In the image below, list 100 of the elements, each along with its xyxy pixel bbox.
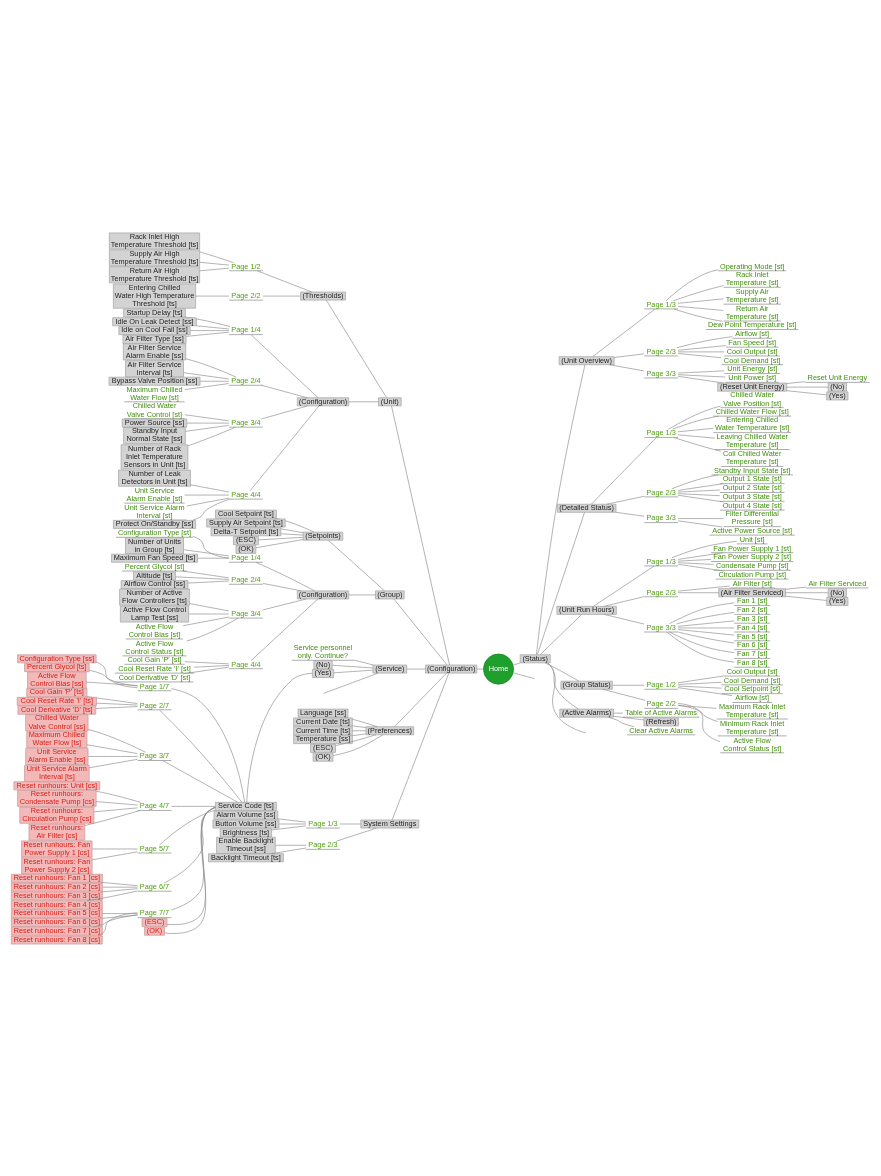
connector	[391, 405, 450, 665]
node-text: Maximum Chilled Water Flow [st]	[126, 384, 183, 402]
connector	[677, 298, 724, 304]
connector	[270, 847, 307, 854]
connector	[335, 734, 377, 746]
node-text: Page 1/3	[646, 299, 676, 309]
connector	[278, 823, 307, 824]
node-text: Rack Inlet Temperature [st]	[725, 269, 779, 287]
connector	[271, 825, 307, 830]
connector	[669, 631, 735, 653]
node-box: Reset runhours: Fan Power Supply 2 [cs]	[21, 856, 93, 874]
connector	[668, 405, 721, 430]
node-text: Service personnel only. Continue?	[293, 642, 353, 660]
connector	[785, 586, 807, 590]
connector	[606, 495, 645, 505]
node-box: Reset runhours: Fan 8 [cs]	[10, 935, 103, 944]
node-text: Configuration Type [st]	[117, 527, 192, 537]
connector	[84, 809, 141, 826]
connector	[86, 743, 138, 754]
node-box: (Detailed Status)	[556, 503, 617, 513]
node-text: Fan 4 [st]	[736, 622, 768, 632]
node-text: Unit [st]	[739, 534, 765, 544]
connector	[676, 335, 733, 348]
connector	[188, 613, 230, 614]
node-box: Maximum Chilled Water Flow [ts]	[26, 730, 88, 748]
node-box: Active Flow Control Lamp Test [ss]	[120, 605, 189, 622]
node-text: Page 1/3	[646, 556, 676, 566]
node-text: Fan Speed [st]	[728, 337, 777, 347]
node-box: Enable Backlight Timeout [ss]	[216, 836, 276, 854]
connector	[97, 912, 138, 936]
connector	[256, 269, 313, 292]
node-text: Cool Demand [st]	[723, 355, 781, 365]
connector	[328, 539, 385, 591]
node-box: Supply Air High Temperature Threshold [ts]	[109, 248, 201, 266]
node-text: Unit Service Alarm Enable [st]	[126, 485, 183, 503]
connector	[175, 576, 230, 580]
connector	[677, 628, 735, 635]
connector	[159, 709, 243, 803]
connector	[102, 886, 138, 887]
connector	[326, 299, 387, 398]
node-box: (ESC)	[141, 917, 168, 927]
node-text: Output 4 State [st]	[722, 500, 782, 510]
connector	[677, 551, 724, 560]
node-text: Page 3/4	[231, 608, 261, 618]
node-text: Cool Setpoint [st]	[724, 683, 781, 693]
node-box: Entering Chilled Water High Temperature Threshold [ts]	[113, 283, 196, 309]
node-text: Cool Gain 'P' [st]	[127, 654, 182, 664]
node-box: Reset runhours: Fan 3 [cs]	[10, 891, 103, 900]
node-box: (Active Alarms)	[559, 708, 614, 718]
connector	[615, 511, 645, 517]
connector	[261, 384, 308, 398]
node-box: Number of Rack Inlet Temperature Sensors in Unit [ts]	[120, 443, 189, 469]
node-box: Idle on Cool Fail [ss]	[118, 325, 191, 335]
node-box: Unit Service Alarm Interval [ts]	[24, 764, 90, 782]
node-text: Page 3/7	[139, 750, 170, 760]
node-text: Table of Active Alarms	[625, 707, 697, 717]
connector	[331, 664, 374, 668]
node-box: Brightness [ts]	[219, 827, 272, 837]
node-box: Cool Derivative 'D' [ts]	[17, 705, 97, 715]
connector	[677, 631, 735, 643]
node-text: Page 2/3	[646, 487, 676, 497]
connector	[786, 380, 806, 384]
connector	[512, 672, 535, 679]
connector	[677, 563, 725, 571]
node-text: Unit Power [st]	[728, 372, 777, 382]
node-box-text: Air Filter Service Interval [ts]	[125, 359, 184, 377]
node-box: Supply Air Setpoint [ts]	[206, 518, 286, 527]
node-text: Page 1/4	[231, 324, 261, 334]
connector	[677, 482, 724, 491]
node-text: Dew Point Temperature [st]	[708, 319, 797, 329]
node-box: Maximum Fan Speed [ts]	[111, 553, 198, 563]
connector	[339, 823, 361, 824]
connector	[186, 422, 230, 423]
connector	[189, 602, 230, 611]
connector	[250, 334, 319, 398]
connector	[352, 724, 367, 728]
connector	[614, 353, 645, 358]
node-box: Reset runhours: Unit [cs]	[13, 780, 101, 790]
connector	[354, 659, 374, 665]
node-text: Unit Energy [st]	[727, 363, 778, 373]
node-text: Minimum Rack Inlet Temperature [st]	[720, 718, 785, 736]
connector	[92, 851, 138, 860]
node-text: Page 2/3	[646, 587, 676, 597]
node-box-text: (OK)	[144, 926, 165, 936]
connector	[677, 373, 726, 377]
connector	[672, 415, 719, 430]
connector	[101, 881, 138, 886]
connector	[185, 357, 237, 378]
node-text: Page 7/7	[139, 907, 170, 917]
node-text: Page 2/4	[231, 375, 261, 385]
node-box: Rack Inlet High Temperature Threshold [ts]	[109, 232, 201, 249]
connector	[89, 758, 138, 768]
connector	[260, 405, 309, 419]
connector	[86, 890, 138, 901]
connector	[250, 598, 319, 661]
node-box: Current Time [ts]	[293, 725, 353, 735]
node-text: Page 4/4	[231, 489, 261, 499]
node-box: Reset runhours: Fan 6 [cs]	[10, 917, 103, 927]
node-box: Reset runhours: Fan 2 [cs]	[10, 882, 103, 892]
connector	[677, 427, 714, 432]
